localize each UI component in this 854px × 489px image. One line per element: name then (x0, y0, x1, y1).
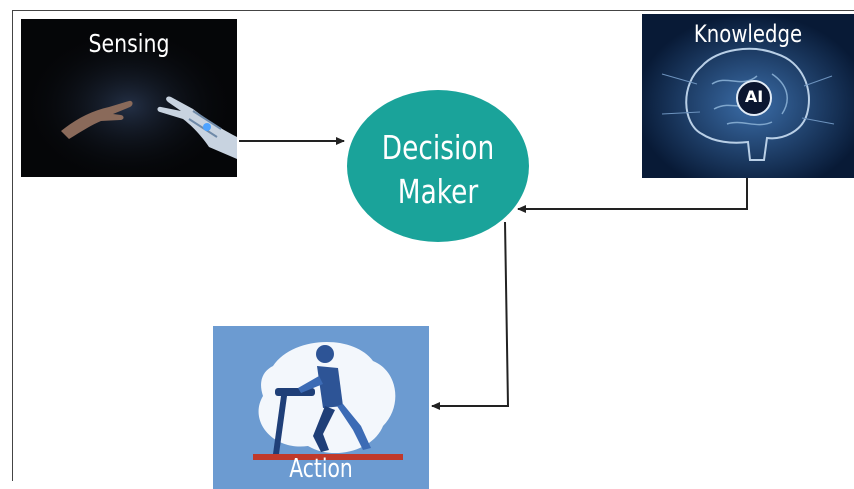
decision-label-line1: Decision (381, 128, 495, 167)
arrow-knowledge-to-decision (517, 178, 748, 213)
knowledge-label: Knowledge (693, 20, 803, 48)
ai-badge: AI (744, 87, 764, 106)
arrow-decision-to-action (431, 221, 510, 410)
decision-maker-node: Decision Maker (347, 90, 529, 242)
sensing-label: Sensing (88, 29, 170, 58)
action-label: Action (289, 454, 353, 484)
knowledge-image (642, 14, 854, 178)
sensing-image (21, 19, 237, 177)
action-panel: Action (213, 326, 429, 489)
decision-label-line2: Maker (397, 172, 479, 211)
knowledge-panel: Knowledge AI (642, 14, 854, 178)
diagram-frame (12, 10, 854, 481)
sensing-panel: Sensing (21, 19, 237, 177)
action-image (213, 326, 429, 489)
